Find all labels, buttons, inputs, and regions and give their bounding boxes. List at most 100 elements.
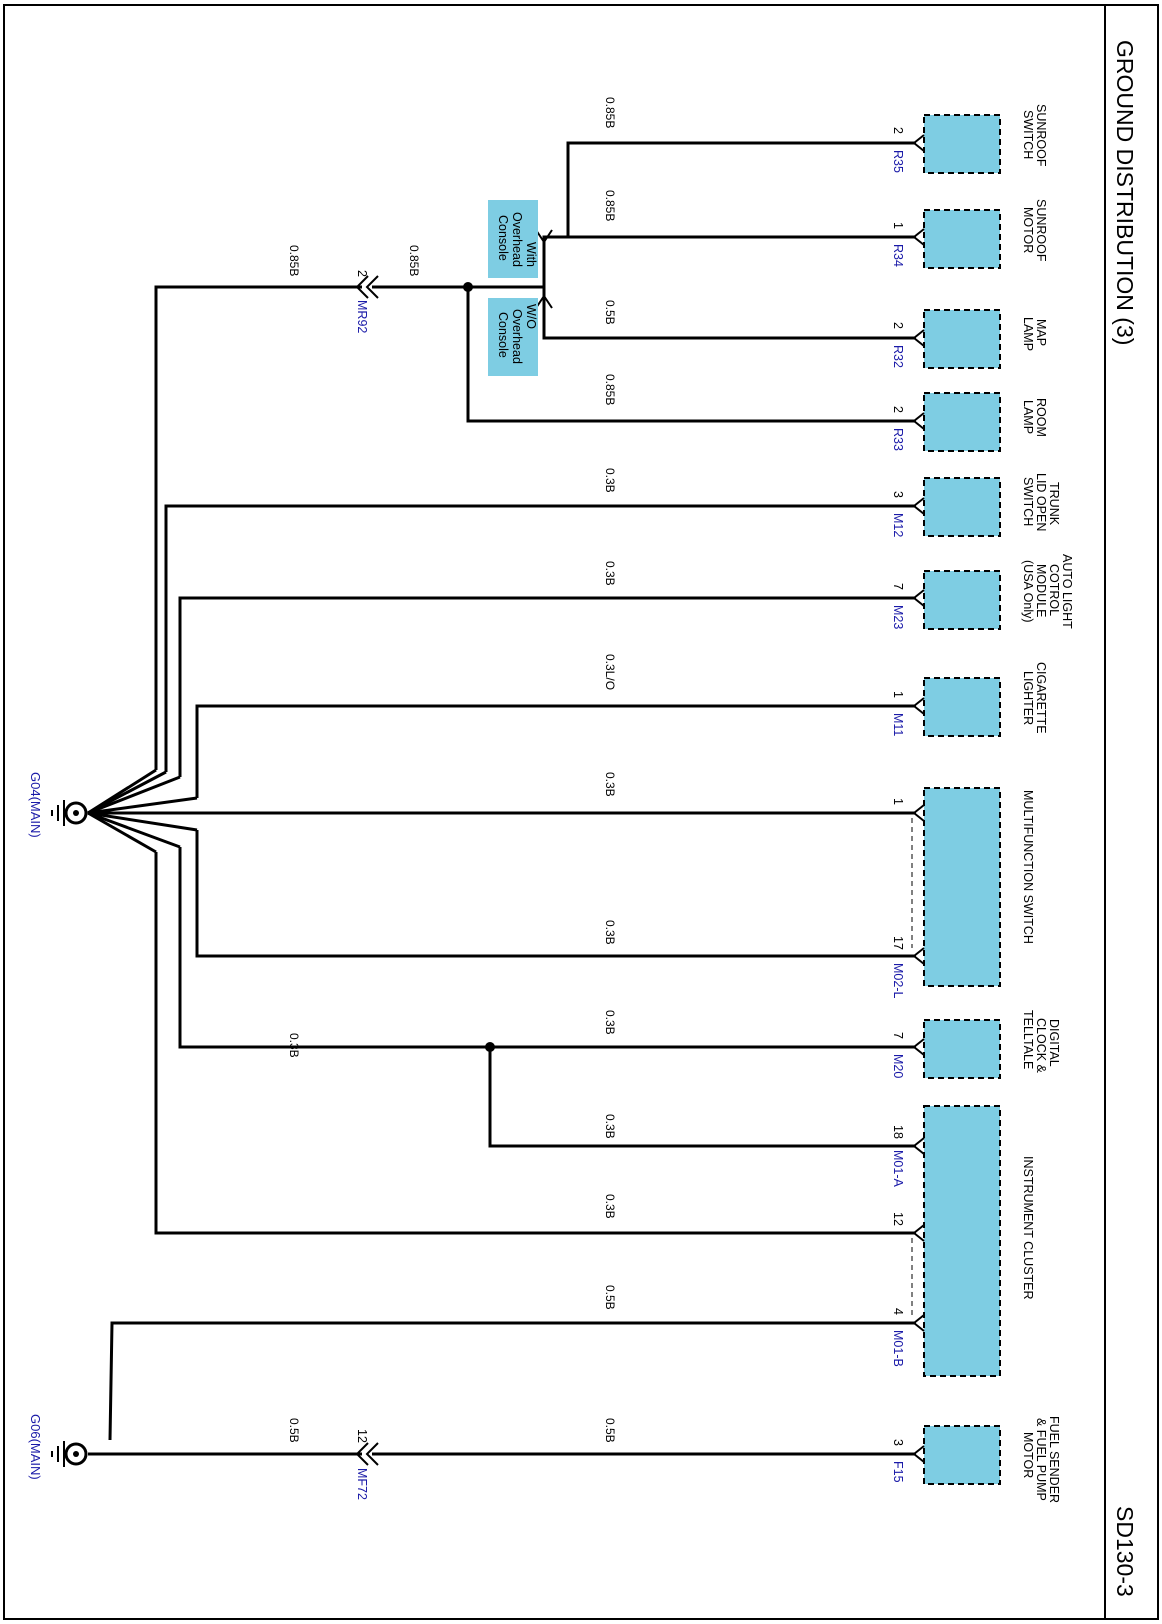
- svg-text:2: 2: [891, 406, 905, 413]
- svg-text:0.3L/O: 0.3L/O: [603, 654, 617, 690]
- mf72-label: MF72: [355, 1468, 369, 1500]
- ground-g06-icon: [51, 1441, 88, 1467]
- svg-text:0.85B: 0.85B: [287, 245, 301, 276]
- ground-g04-label: G04(MAIN): [28, 772, 43, 838]
- svg-text:M23: M23: [891, 605, 905, 629]
- ground-g06-label: G06(MAIN): [28, 1414, 43, 1480]
- svg-text:4: 4: [891, 1308, 905, 1315]
- svg-text:3: 3: [891, 1439, 905, 1446]
- pin-labels: 2 R35 1 R34 2 R32 2 R33 3 M12 7 M23 1 M1…: [891, 127, 905, 1483]
- wire-clock: [178, 847, 916, 1049]
- wire-cluster-18: [488, 1047, 916, 1148]
- cluster-box: [923, 1105, 1001, 1377]
- svg-text:M11: M11: [891, 713, 905, 736]
- svg-text:TRUNK: TRUNK: [1047, 482, 1061, 526]
- ground-g04-icon: [51, 800, 88, 826]
- svg-text:0.3B: 0.3B: [603, 920, 617, 945]
- svg-text:0.85B: 0.85B: [603, 97, 617, 128]
- trunk-switch-box: [923, 477, 1001, 537]
- svg-text:(USA Only): (USA Only): [1021, 560, 1035, 623]
- svg-text:0.85B: 0.85B: [603, 374, 617, 405]
- svg-text:SUNROOF: SUNROOF: [1034, 104, 1048, 167]
- svg-text:Overhead: Overhead: [510, 309, 524, 364]
- mr92-connector-symbol: [355, 275, 379, 299]
- svg-text:SUNROOF: SUNROOF: [1034, 199, 1048, 262]
- page-frame: [3, 4, 1159, 1620]
- svg-text:0.3B: 0.3B: [603, 772, 617, 797]
- option-switch-symbol: [535, 229, 553, 309]
- svg-text:LIGHTER: LIGHTER: [1021, 671, 1035, 725]
- svg-text:COTROL: COTROL: [1047, 564, 1061, 616]
- svg-text:0.85B: 0.85B: [407, 245, 421, 276]
- option-wo-console-box: [488, 298, 538, 376]
- option-with-console-label: With Overhead Console: [496, 212, 538, 267]
- component-boxes: [923, 114, 1001, 1485]
- wire-cigarette: [195, 704, 916, 798]
- component-names: SUNROOF SWITCH SUNROOF MOTOR MAP LAMP RO…: [1021, 104, 1074, 1503]
- option-with-console-box: [488, 200, 538, 278]
- svg-text:R33: R33: [891, 428, 905, 451]
- svg-text:0.5B: 0.5B: [603, 1418, 617, 1443]
- mf72-connector-symbol: [355, 1442, 379, 1466]
- svg-text:MULTIFUNCTION SWITCH: MULTIFUNCTION SWITCH: [1021, 790, 1035, 944]
- cigarette-box: [923, 677, 1001, 737]
- svg-text:M20: M20: [891, 1054, 905, 1078]
- svg-text:0.3B: 0.3B: [603, 468, 617, 493]
- svg-text:0.5B: 0.5B: [603, 1285, 617, 1310]
- junction-dot: [485, 1042, 495, 1052]
- svg-text:LAMP: LAMP: [1021, 400, 1035, 434]
- wire-room-lamp: [466, 287, 916, 423]
- svg-text:M01-A: M01-A: [891, 1150, 905, 1187]
- wire-map-lamp: [542, 287, 916, 340]
- svg-text:0.3B: 0.3B: [603, 1114, 617, 1139]
- svg-text:MAP: MAP: [1034, 319, 1048, 346]
- svg-text:LID OPEN: LID OPEN: [1034, 473, 1048, 531]
- autolight-box: [923, 570, 1001, 630]
- svg-text:1: 1: [891, 222, 905, 229]
- svg-text:0.3B: 0.3B: [603, 1010, 617, 1035]
- svg-text:MOTOR: MOTOR: [1021, 1432, 1035, 1478]
- svg-text:TELLTALE: TELLTALE: [1021, 1010, 1035, 1069]
- svg-text:DIGITAL: DIGITAL: [1047, 1019, 1061, 1067]
- wire-cluster-12: [154, 852, 916, 1235]
- mr92-label: MR92: [355, 300, 369, 333]
- svg-text:18: 18: [891, 1125, 905, 1139]
- svg-text:F15: F15: [891, 1461, 905, 1483]
- fuel-box: [923, 1425, 1001, 1485]
- svg-text:0.3B: 0.3B: [603, 561, 617, 586]
- svg-text:R32: R32: [891, 345, 905, 368]
- svg-text:W/O: W/O: [524, 304, 538, 329]
- svg-text:0.85B: 0.85B: [603, 190, 617, 221]
- svg-text:2: 2: [891, 127, 905, 134]
- svg-text:3: 3: [891, 491, 905, 498]
- svg-text:& FUEL PUMP: & FUEL PUMP: [1034, 1418, 1048, 1501]
- g04-fan: [87, 768, 916, 854]
- mf72-pin: 12: [355, 1429, 369, 1443]
- sunroof-switch-box: [923, 114, 1001, 174]
- svg-text:7: 7: [891, 583, 905, 590]
- svg-text:1: 1: [891, 798, 905, 805]
- junction-dot: [463, 282, 473, 292]
- svg-text:Overhead: Overhead: [510, 212, 524, 267]
- room-lamp-box: [923, 392, 1001, 452]
- pin-terminals: [912, 134, 925, 1463]
- svg-text:M12: M12: [891, 513, 905, 537]
- svg-text:M02-L: M02-L: [891, 963, 905, 998]
- mfs-box: [923, 787, 1001, 987]
- svg-text:0.3B: 0.3B: [603, 1194, 617, 1219]
- svg-text:CIGARETTE: CIGARETTE: [1034, 662, 1048, 734]
- svg-text:R34: R34: [891, 244, 905, 267]
- svg-text:SWITCH: SWITCH: [1021, 477, 1035, 526]
- mr92-pin: 2: [355, 270, 369, 277]
- map-lamp-box: [923, 309, 1001, 369]
- svg-text:SWITCH: SWITCH: [1021, 110, 1035, 159]
- svg-text:0.3B: 0.3B: [287, 1033, 301, 1058]
- svg-text:FUEL SENDER: FUEL SENDER: [1047, 1416, 1061, 1503]
- svg-text:AUTO LIGHT: AUTO LIGHT: [1060, 554, 1074, 629]
- wire-autolight: [178, 596, 916, 777]
- svg-text:12: 12: [891, 1212, 905, 1226]
- clock-box: [923, 1019, 1001, 1079]
- svg-text:CLOCK &: CLOCK &: [1034, 1018, 1048, 1074]
- svg-text:M01-B: M01-B: [891, 1330, 905, 1367]
- svg-text:2: 2: [891, 322, 905, 329]
